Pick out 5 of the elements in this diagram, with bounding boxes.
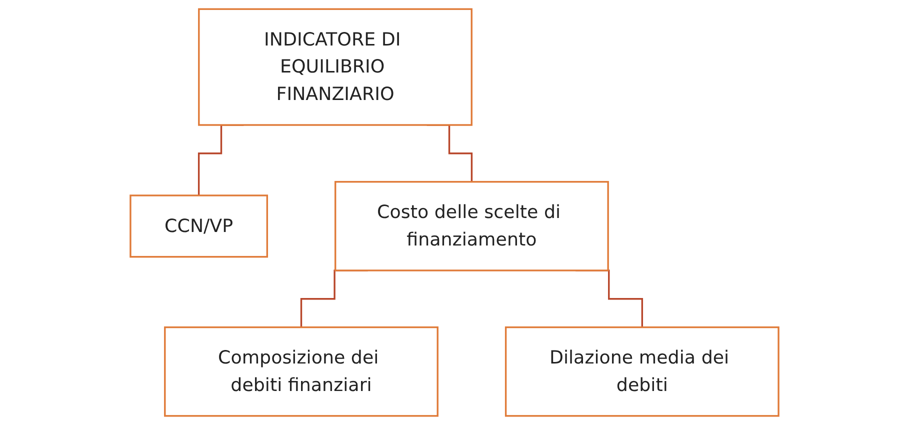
node-box: Composizione dei debiti finanziari: [164, 326, 438, 417]
node-box: CCN/VP: [130, 194, 268, 258]
node-box: Dilazione media dei debiti: [504, 326, 780, 417]
node-box: Costo delle scelte di finanziamento: [334, 180, 609, 272]
node-box: INDICATORE DI EQUILIBRIO FINANZIARIO: [198, 8, 472, 126]
